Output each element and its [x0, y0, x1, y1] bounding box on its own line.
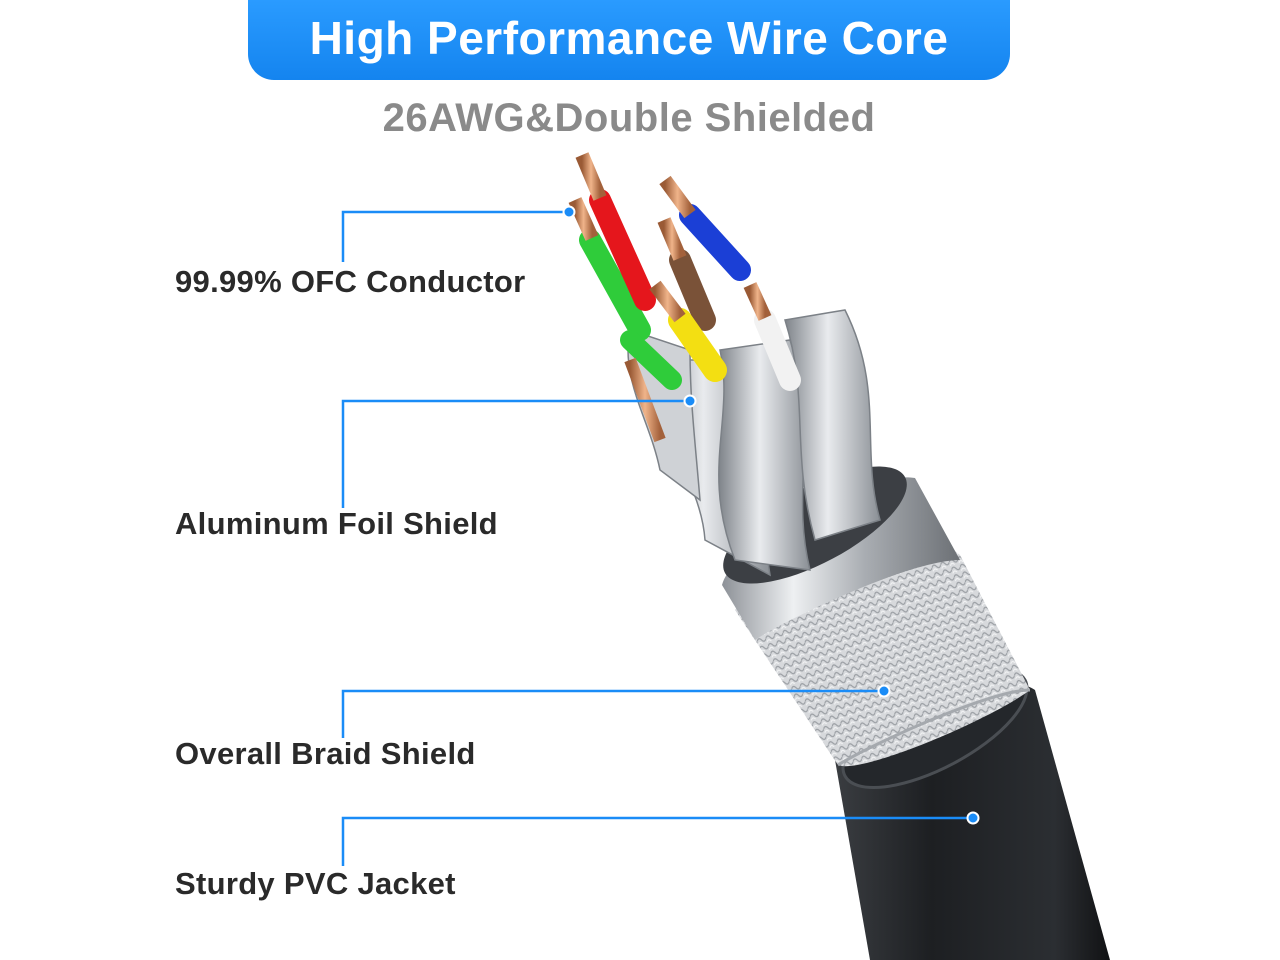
page-title: High Performance Wire Core [309, 12, 949, 64]
page-subtitle: 26AWG&Double Shielded [382, 96, 876, 140]
leader-line-conductor [341, 210, 569, 262]
leader-line-braid [341, 689, 884, 738]
leader-line-jacket [341, 816, 973, 866]
pointer-dot-conductor [562, 205, 576, 219]
callout-label-braid-shield: Overall Braid Shield [175, 736, 476, 771]
title-banner: High Performance Wire Core [248, 0, 1010, 80]
callout-label-foil-shield: Aluminum Foil Shield [175, 506, 498, 541]
leader-line-foil [341, 399, 690, 508]
pointer-dot-foil [683, 394, 697, 408]
foil-shield-pairs [627, 309, 881, 577]
callout-label-conductor: 99.99% OFC Conductor [175, 264, 526, 299]
pointer-dot-braid [877, 684, 891, 698]
pointer-dot-jacket [966, 811, 980, 825]
leader-endpoints [562, 205, 980, 825]
callout-label-pvc-jacket: Sturdy PVC Jacket [175, 866, 456, 901]
leader-lines [341, 210, 973, 866]
